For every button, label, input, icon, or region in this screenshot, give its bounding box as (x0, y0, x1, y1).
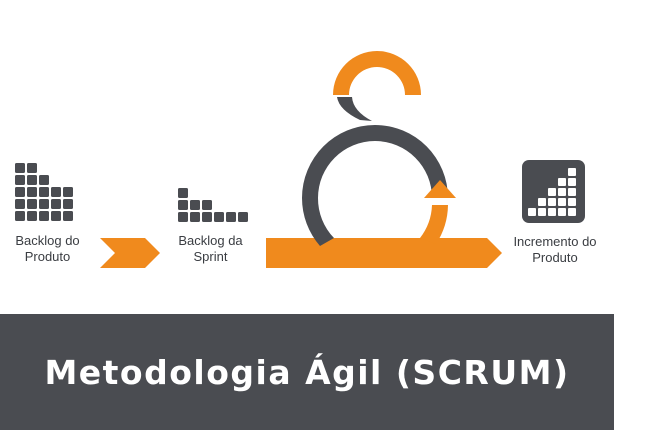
title-banner: Metodologia Ágil (SCRUM) (0, 314, 614, 430)
sprint-cycle-arrow-tip (424, 180, 456, 198)
stacked-blocks-icon (15, 163, 73, 221)
flow-arrow-2 (266, 238, 502, 268)
flow-arrow-1 (100, 238, 160, 268)
sprint-duration-label: Sprints de 2 a 4 semanas (345, 170, 405, 215)
product-backlog-label: Backlog do Produto (15, 233, 80, 264)
scrum-flow-diagram (15, 51, 585, 268)
daily-meeting-loop (333, 51, 421, 95)
product-increment-label: Incremento do Produto (513, 234, 597, 265)
small-blocks-icon (178, 188, 248, 222)
page-title: Metodologia Ágil (SCRUM) (44, 352, 570, 392)
sprint-cycle-ring-lower (302, 198, 334, 246)
daily-loop-connector (337, 97, 372, 121)
sprint-backlog-label: Backlog da Sprint (178, 233, 243, 264)
sprint-cycle-arrowhead (420, 205, 448, 244)
sprint-cycle-ring (302, 125, 448, 198)
rising-blocks-icon (522, 160, 585, 223)
daily-meeting-label: Reunião Diária (356, 85, 398, 110)
